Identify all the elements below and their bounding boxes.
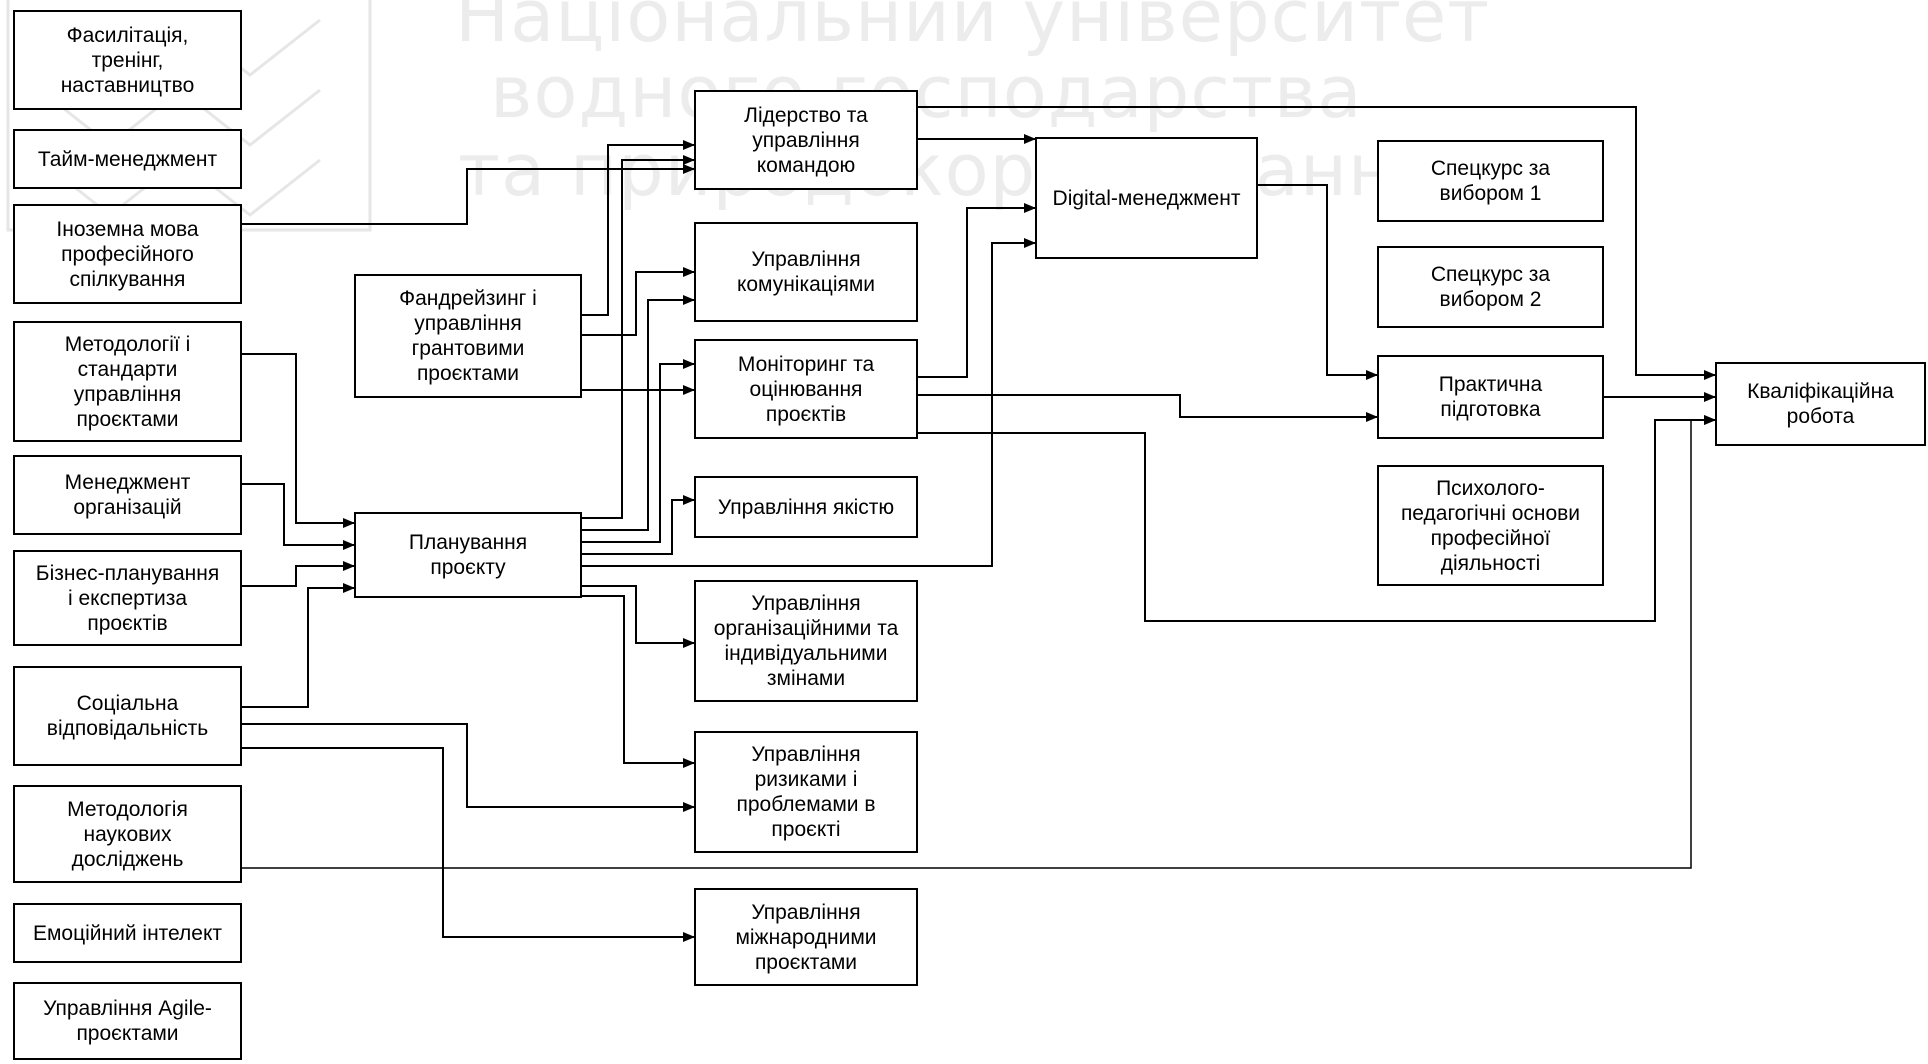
connector-planning-risk [582,595,695,768]
box-psych-pedagogy: Психолого- педагогічні основи професійно… [1377,465,1604,586]
box-agile: Управління Agile- проєктами [13,982,242,1060]
box-monitoring: Моніторинг та оцінювання проєктів [694,339,918,439]
box-qualification-work: Кваліфікаційна робота [1715,362,1926,446]
box-risk-management-label: Управління ризиками і проблемами в проєк… [736,743,876,841]
box-social-responsibility-label: Соціальна відповідальність [46,692,209,740]
connector-monitoring-qualification [918,415,1716,622]
box-international-projects-label: Управління міжнародними проєктами [735,900,877,974]
connector-planning-change [582,585,695,648]
connector-monitoring-digital [918,203,1036,378]
box-facilitation-label: Фасилітація, тренінг, наставництво [60,23,195,97]
box-psych-pedagogy-label: Психолого- педагогічні основи професійно… [1400,476,1581,575]
box-project-planning: Планування проєкту [354,512,582,598]
box-time-management-label: Тайм-менеджмент [37,147,218,171]
box-practical-training: Практична підготовка [1377,355,1604,439]
box-social-responsibility: Соціальна відповідальність [13,666,242,766]
box-project-planning-label: Планування проєкту [408,531,528,579]
box-pm-methodologies: Методології і стандарти управління проєк… [13,321,242,442]
box-change-management: Управління організаційними та індивідуал… [694,580,918,702]
connector-leadership-qualification [918,106,1716,380]
box-communications: Управління комунікаціями [694,222,918,322]
box-business-planning: Бізнес-планування і експертиза проєктів [13,550,242,646]
connector-monitoring-practical [918,394,1378,422]
connector-org-management-planning [242,483,355,550]
box-communications-label: Управління комунікаціями [736,248,876,296]
box-business-planning-label: Бізнес-планування і експертиза проєктів [35,561,220,635]
box-elective-1-label: Спецкурс за вибором 1 [1430,157,1551,205]
watermark-text-line2: водного господарства [490,50,1363,134]
box-quality-label: Управління якістю [717,495,895,519]
box-leadership: Лідерство та управління командою [694,90,918,190]
box-fundraising: Фандрейзинг і управління грантовими проє… [354,274,582,398]
box-emotional-intelligence: Емоційний інтелект [13,903,242,963]
box-monitoring-label: Моніторинг та оцінювання проєктів [737,352,875,426]
box-research-methodology-label: Методологія наукових досліджень [67,797,188,871]
connector-planning-communications [582,295,695,531]
box-facilitation: Фасилітація, тренінг, наставництво [13,10,242,110]
connector-foreign-language-leadership [242,164,695,225]
box-digital-management: Digital-менеджмент [1035,137,1258,259]
box-pm-methodologies-label: Методології і стандарти управління проєк… [64,332,191,431]
box-leadership-label: Лідерство та управління командою [744,103,868,177]
box-elective-2: Спецкурс за вибором 2 [1377,246,1604,328]
connector-pm-methodologies-planning [242,353,355,528]
box-foreign-language: Іноземна мова професійного спілкування [13,204,242,304]
connector-business-planning-planning [242,561,355,587]
connector-social-risk [242,723,695,812]
box-agile-label: Управління Agile- проєктами [43,997,212,1045]
box-org-management-label: Менеджмент організацій [64,471,191,519]
connector-research-qualification [242,415,1716,869]
watermark-text-line1: Національний університет [455,0,1491,58]
box-emotional-intelligence-label: Емоційний інтелект [32,921,223,945]
box-org-management: Менеджмент організацій [13,455,242,535]
connector-fundraising-leadership [582,140,695,316]
box-time-management: Тайм-менеджмент [13,129,242,189]
box-qualification-work-label: Кваліфікаційна робота [1747,380,1894,428]
connector-planning-digital [582,238,1036,567]
box-foreign-language-label: Іноземна мова професійного спілкування [56,217,199,291]
connector-digital-practical [1258,184,1378,380]
box-elective-2-label: Спецкурс за вибором 2 [1430,263,1551,311]
connector-fundraising-communications [582,267,695,336]
connector-planning-leadership [582,155,695,519]
box-digital-management-label: Digital-менеджмент [1052,186,1241,210]
connector-social-international [242,747,695,942]
connector-planning-quality [582,495,695,555]
box-research-methodology: Методологія наукових досліджень [13,785,242,883]
box-elective-1: Спецкурс за вибором 1 [1377,140,1604,222]
box-risk-management: Управління ризиками і проблемами в проєк… [694,731,918,853]
box-practical-training-label: Практична підготовка [1438,373,1543,421]
box-quality: Управління якістю [694,476,918,538]
box-international-projects: Управління міжнародними проєктами [694,888,918,986]
connector-planning-monitoring [582,359,695,543]
box-change-management-label: Управління організаційними та індивідуал… [713,592,899,690]
connector-social-planning [242,583,355,708]
box-fundraising-label: Фандрейзинг і управління грантовими проє… [399,287,537,385]
